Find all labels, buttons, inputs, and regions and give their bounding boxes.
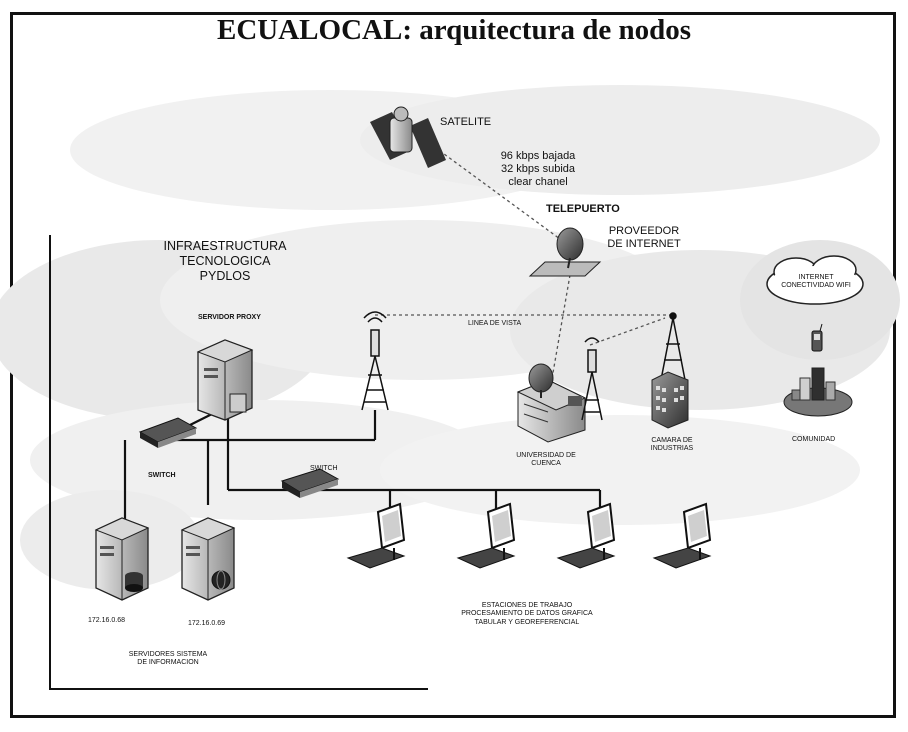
isp-label: PROVEEDOR DE INTERNET xyxy=(607,225,681,250)
line-of-sight-label: LINEA DE VISTA xyxy=(468,320,522,327)
chamber-building-icon xyxy=(651,371,689,429)
teleport-label: TELEPUERTO xyxy=(546,203,620,215)
chamber-tower-icon xyxy=(659,312,687,386)
database-server-icon xyxy=(94,517,150,601)
ip-address-2-label: 172.16.0.69 xyxy=(188,620,225,627)
cloud-label: INTERNET CONECTIVIDAD WIFI xyxy=(781,274,851,290)
mobile-phone-icon xyxy=(811,323,823,352)
internet-cloud-icon xyxy=(766,255,864,305)
ip-address-1-label: 172.16.0.68 xyxy=(88,617,125,624)
diagram-title: ECUALOCAL: arquitectura de nodos xyxy=(217,14,691,46)
chamber-label: CAMARA DE INDUSTRIAS xyxy=(650,437,694,453)
switch-1-label: SWITCH xyxy=(148,472,176,479)
workstation-4-icon xyxy=(652,502,712,569)
servers-label: SERVIDORES SISTEMA DE INFORMACION xyxy=(128,651,208,667)
university-building-icon xyxy=(516,363,587,443)
community-city-icon xyxy=(783,367,853,417)
antenna-tower-icon xyxy=(361,311,389,411)
satellite-icon xyxy=(370,106,446,168)
workstation-3-icon xyxy=(556,502,616,569)
wireless-links xyxy=(375,139,672,391)
workstation-2-icon xyxy=(456,502,516,569)
switch-2-label: SWITCH xyxy=(310,465,338,472)
workstations-label: ESTACIONES DE TRABAJO PROCESAMIENTO DE D… xyxy=(461,602,593,626)
switch-2-icon xyxy=(280,468,340,498)
workstation-1-icon xyxy=(346,502,406,569)
university-label: UNIVERSIDAD DE CUENCA xyxy=(516,452,576,468)
link-speed-label: 96 kbps bajada 32 kbps subida clear chan… xyxy=(500,150,576,188)
cloud-background xyxy=(0,85,900,590)
proxy-server-icon xyxy=(196,339,254,421)
community-label: COMUNIDAD xyxy=(792,436,836,443)
infrastructure-label: INFRAESTRUCTURA TECNOLOGICA PYDLOS xyxy=(163,239,287,283)
proxy-server-label: SERVIDOR PROXY xyxy=(198,314,261,321)
university-tower-icon xyxy=(581,337,603,421)
switch-1-icon xyxy=(138,417,198,448)
satellite-label: SATELITE xyxy=(440,116,492,128)
teleport-dish-icon xyxy=(528,227,602,277)
web-server-icon xyxy=(180,517,236,601)
